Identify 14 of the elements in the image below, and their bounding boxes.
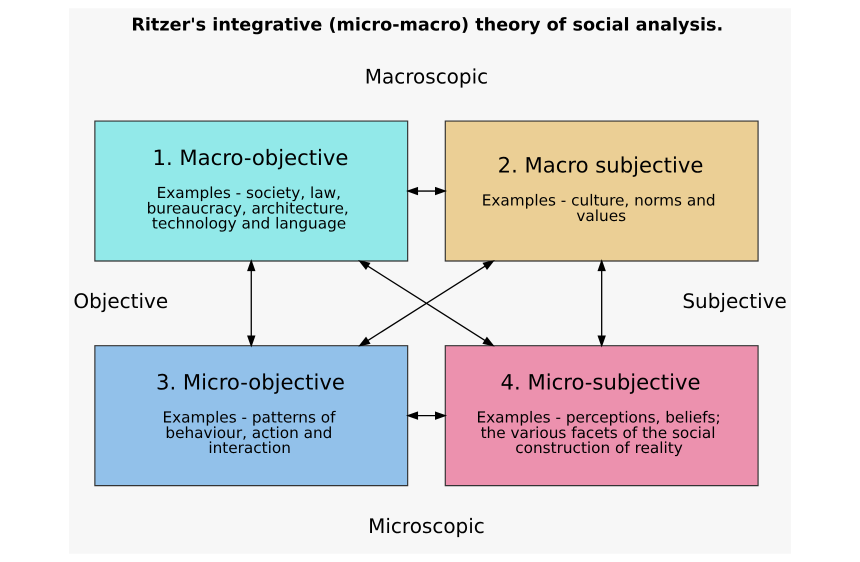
arrow: [247, 259, 256, 348]
arrow: [358, 260, 495, 347]
arrow: [406, 411, 448, 420]
label: Objective: [73, 289, 168, 314]
node-box: 2. Macro subjective Examples - culture, norms and values: [444, 120, 759, 262]
arrow: [597, 259, 606, 348]
diagram-title: Ritzer's integrative (micro-macro) theory of social analysis.: [131, 16, 724, 36]
label: Microscopic: [368, 514, 485, 538]
arrow: [406, 186, 448, 196]
label: Subjective: [682, 289, 787, 314]
node-box: 1. Macro-objective Examples - society, law, bureaucracy, architecture, technology and language: [94, 120, 408, 262]
node-box: 4. Micro-subjective Examples - perceptions, beliefs; the various facets of the social construction of reality: [444, 345, 759, 486]
label: Macroscopic: [364, 64, 488, 89]
node-box: 3. Micro-objective Examples - patterns of behaviour, action and interaction: [94, 345, 408, 486]
